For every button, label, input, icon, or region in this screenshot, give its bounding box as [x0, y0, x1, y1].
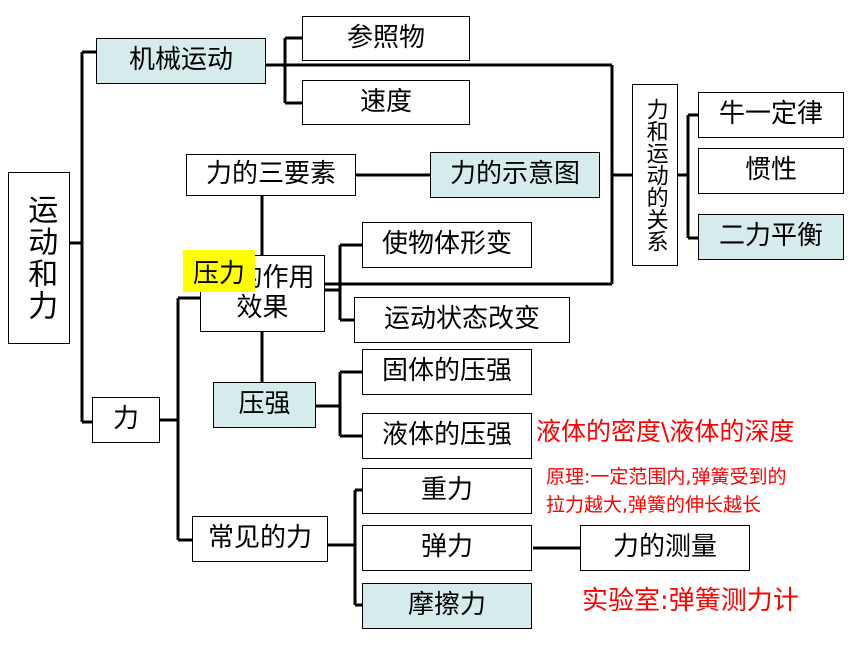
pressure-force-highlight: 压力 — [183, 250, 255, 292]
force-measurement-node: 力的测量 — [580, 525, 750, 571]
root-node: 运动和力 — [8, 172, 70, 344]
principle-note-line2: 拉力越大,弹簧的伸长越长 — [546, 494, 762, 516]
pressure-node: 压强 — [213, 382, 316, 428]
liquid-pressure-node: 液体的压强 — [362, 413, 532, 459]
newton-first-law-node: 牛一定律 — [698, 92, 844, 138]
balanced-forces-node: 二力平衡 — [698, 214, 844, 260]
reference-object-node: 参照物 — [302, 16, 470, 61]
force-diagram-node: 力的示意图 — [430, 152, 600, 198]
gravity-node: 重力 — [362, 468, 532, 514]
inertia-node: 惯性 — [698, 148, 844, 194]
solid-pressure-node: 固体的压强 — [362, 349, 532, 395]
common-forces-node: 常见的力 — [192, 516, 328, 562]
three-elements-node: 力的三要素 — [186, 154, 356, 196]
elastic-force-node: 弹力 — [362, 525, 532, 571]
force-motion-relation-node: 力和运动的关系 — [632, 84, 678, 266]
force-node: 力 — [92, 397, 160, 443]
principle-note-line1: 原理:一定范围内,弹簧受到的 — [546, 466, 787, 488]
lab-instrument-note: 实验室:弹簧测力计 — [582, 586, 799, 616]
speed-node: 速度 — [302, 80, 470, 125]
liquid-factors-note: 液体的密度\液体的深度 — [536, 417, 795, 446]
motion-state-change-node: 运动状态改变 — [354, 297, 570, 343]
mechanical-motion-node: 机械运动 — [96, 38, 266, 84]
friction-node: 摩擦力 — [362, 583, 532, 629]
deformation-node: 使物体形变 — [362, 222, 532, 268]
